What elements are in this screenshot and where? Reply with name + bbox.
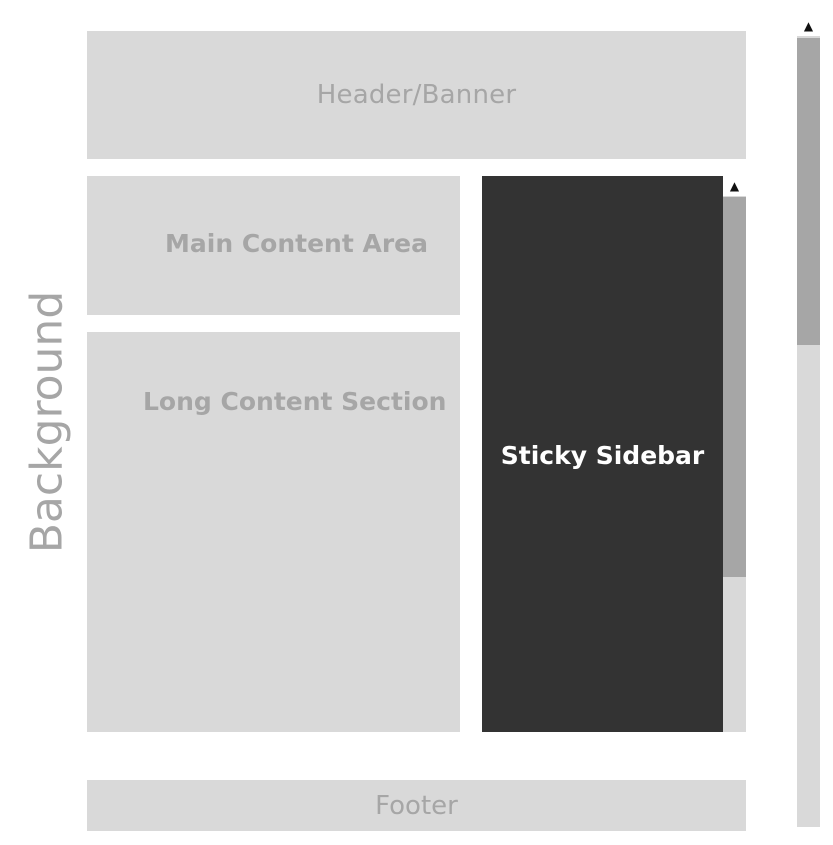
sticky-sidebar-label: Sticky Sidebar bbox=[500, 440, 705, 470]
page-scrollbar[interactable]: ▲ bbox=[797, 16, 820, 827]
main-content-area-block: Main Content Area bbox=[87, 176, 460, 315]
footer-label: Footer bbox=[375, 790, 458, 821]
sidebar-scrollbar[interactable]: ▲ bbox=[723, 176, 746, 732]
sidebar-scrollbar-thumb[interactable] bbox=[723, 197, 746, 577]
page-scroll-up-icon[interactable]: ▲ bbox=[797, 16, 820, 36]
long-content-section-block: Long Content Section bbox=[87, 332, 460, 732]
header-banner-block: Header/Banner bbox=[87, 31, 746, 159]
sticky-sidebar-block: Sticky Sidebar bbox=[482, 176, 723, 732]
sidebar-scroll-up-icon[interactable]: ▲ bbox=[723, 176, 746, 196]
footer-block: Footer bbox=[87, 780, 746, 831]
page-scrollbar-thumb[interactable] bbox=[797, 38, 820, 345]
long-content-section-label: Long Content Section bbox=[143, 387, 447, 416]
header-banner-label: Header/Banner bbox=[316, 80, 517, 110]
background-label: Background bbox=[21, 290, 73, 554]
main-content-area-label: Main Content Area bbox=[165, 229, 429, 258]
